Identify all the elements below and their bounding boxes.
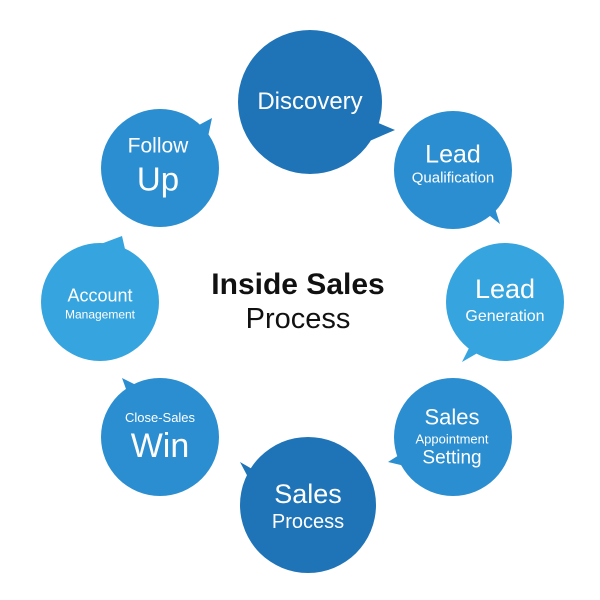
title-line-2: Process bbox=[245, 303, 351, 336]
label-sales-appointment-setting: Sales Appointment Setting bbox=[416, 405, 489, 468]
close-sales-line-2: Win bbox=[130, 427, 190, 466]
follow-up-line-2: Up bbox=[136, 160, 180, 198]
lead-generation-line-2: Generation bbox=[465, 307, 545, 325]
sales-appointment-line-2: Appointment bbox=[415, 431, 489, 447]
label-sales-process: Sales Process bbox=[271, 479, 345, 534]
bubble-sales-appointment-setting bbox=[388, 378, 512, 496]
diagram-title: Inside Sales Process bbox=[211, 267, 384, 337]
sales-appointment-line-1: Sales bbox=[424, 404, 480, 430]
follow-up-line-1: Follow bbox=[127, 134, 189, 158]
title-line-1: Inside Sales bbox=[211, 268, 385, 302]
lead-qualification-line-1: Lead bbox=[425, 140, 481, 169]
sales-process-line-2: Process bbox=[271, 511, 345, 534]
bubble-account-management bbox=[41, 236, 159, 361]
bubble-lead-generation bbox=[446, 243, 564, 362]
bubble-follow-up bbox=[101, 109, 219, 227]
bubble-discovery bbox=[238, 30, 395, 174]
lead-qualification-line-2: Qualification bbox=[411, 169, 495, 187]
account-management-line-1: Account bbox=[67, 285, 133, 306]
bubble-sales-process bbox=[240, 437, 376, 573]
label-account-management: Account Management bbox=[64, 285, 136, 322]
sales-process-line-1: Sales bbox=[274, 479, 342, 510]
discovery-text: Discovery bbox=[257, 88, 363, 116]
bubble-close-sales-win bbox=[101, 378, 219, 496]
account-management-line-2: Management bbox=[64, 307, 136, 322]
label-close-sales-win: Close-Sales Win bbox=[125, 411, 195, 465]
label-lead-qualification: Lead Qualification bbox=[412, 141, 495, 186]
lead-generation-line-1: Lead bbox=[474, 273, 536, 304]
close-sales-line-1: Close-Sales bbox=[124, 410, 196, 426]
label-lead-generation: Lead Generation bbox=[465, 273, 545, 325]
bubble-lead-qualification bbox=[394, 111, 512, 229]
label-discovery: Discovery bbox=[257, 89, 362, 115]
sales-appointment-line-3: Setting bbox=[422, 447, 482, 469]
label-follow-up: Follow Up bbox=[128, 135, 189, 196]
